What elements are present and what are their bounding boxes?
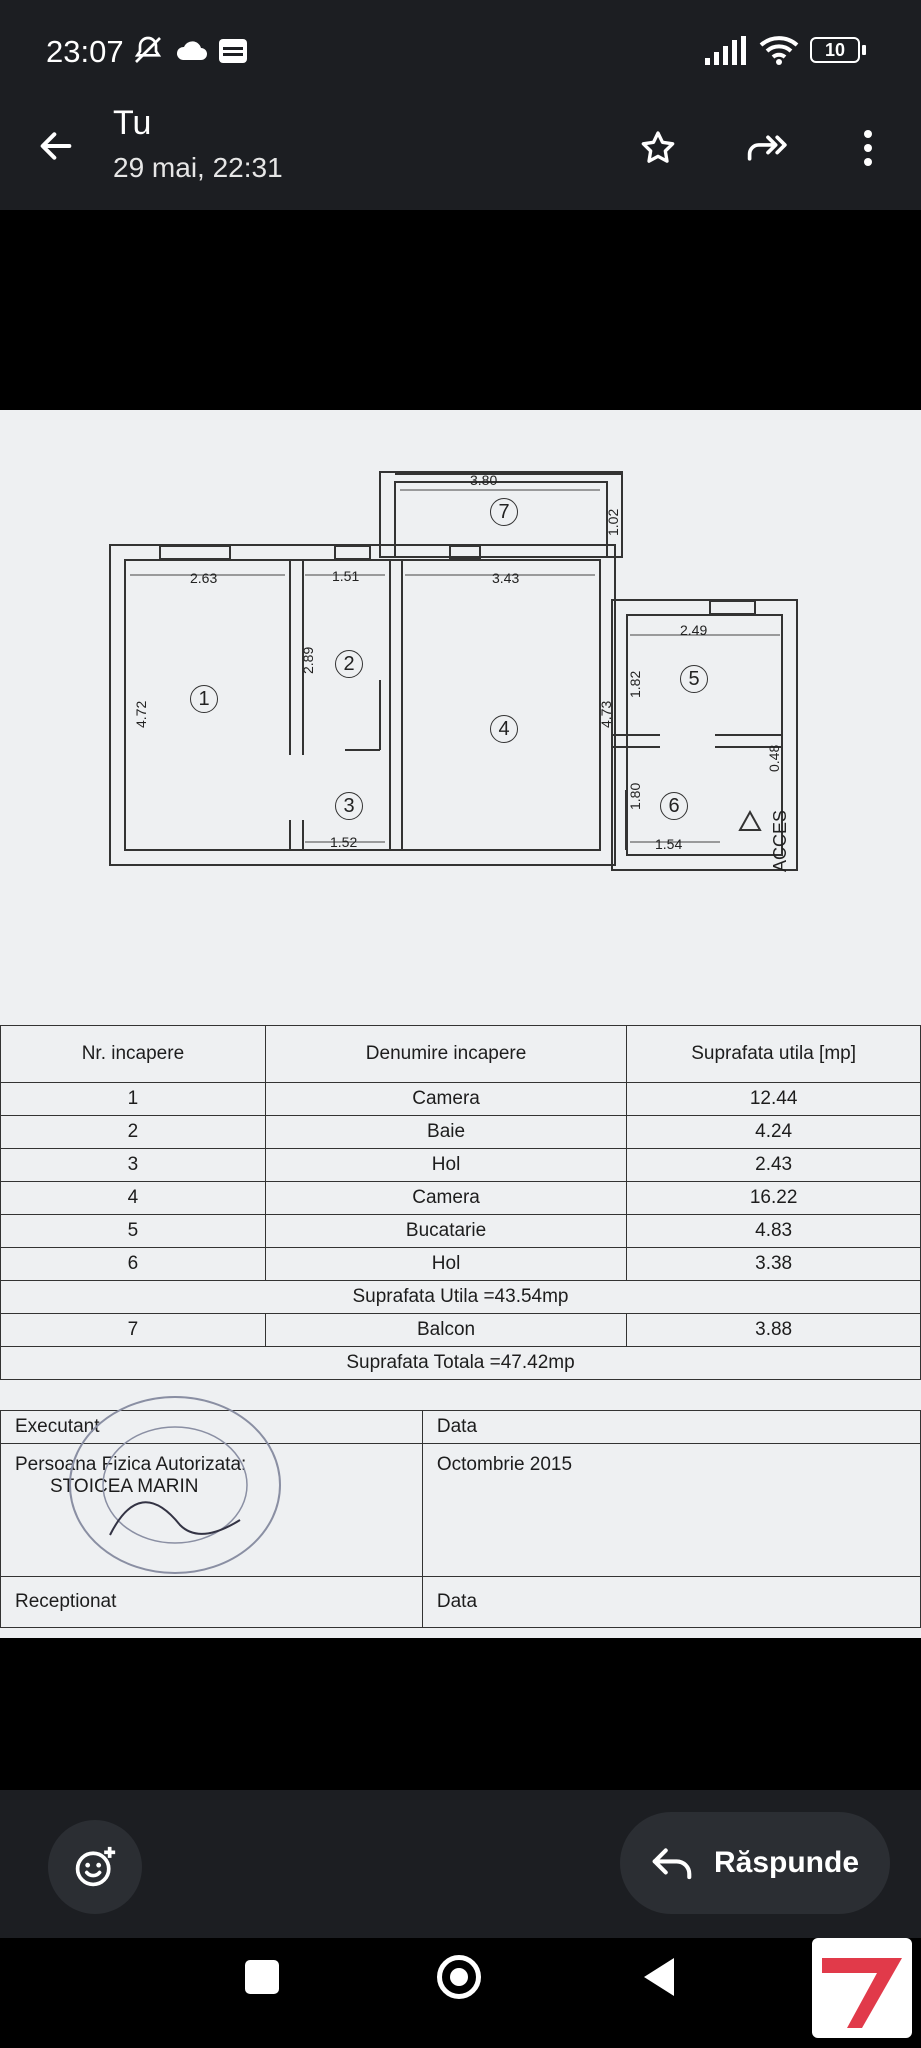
room-label-4: 4 xyxy=(490,715,518,743)
floor-plan-drawing xyxy=(109,471,798,871)
reply-label: Răspunde xyxy=(714,1846,860,1879)
suprafata-totala: Suprafata Totala =47.42mp xyxy=(0,1346,921,1380)
executant-name: STOICEA MARIN xyxy=(50,1476,199,1497)
muted-bell-icon xyxy=(134,36,162,63)
battery-level: 10 xyxy=(824,39,846,60)
row-name: Balcon xyxy=(264,1313,628,1347)
dim-room2-length: 2.89 xyxy=(300,646,316,674)
room-label-3: 3 xyxy=(335,792,363,820)
row-nr: 1 xyxy=(0,1082,266,1116)
stamp-seal xyxy=(69,1396,281,1574)
row-area: 2.43 xyxy=(626,1148,921,1182)
table-row: 1 Camera 12.44 xyxy=(0,1082,921,1116)
row-area: 4.24 xyxy=(626,1115,921,1149)
more-options-button[interactable] xyxy=(840,120,896,176)
dim-room1-length: 4.72 xyxy=(133,700,149,728)
row-nr: 3 xyxy=(0,1148,266,1182)
rooms-table: Nr. incapere Denumire incapere Suprafata… xyxy=(0,1025,921,1380)
dim-room4-length: 4.73 xyxy=(598,700,614,728)
table-row: 7 Balcon 3.88 xyxy=(0,1313,921,1347)
acces-label: ACCES xyxy=(770,809,790,872)
message-timestamp: 29 mai, 22:31 xyxy=(113,152,283,183)
publi24-logo-icon xyxy=(822,1958,902,2028)
table-row: 4 Camera 16.22 xyxy=(0,1181,921,1215)
dim-balcony-depth: 1.02 xyxy=(605,508,621,536)
home-button[interactable] xyxy=(437,1955,481,1999)
react-button[interactable] xyxy=(48,1820,142,1914)
reply-button[interactable]: Răspunde xyxy=(620,1812,890,1914)
row-name: Camera xyxy=(264,1181,628,1215)
row-nr: 5 xyxy=(0,1214,266,1248)
dim-room3-width: 1.52 xyxy=(330,834,358,850)
row-area: 12.44 xyxy=(626,1082,921,1116)
dim-room6-length: 1.80 xyxy=(627,782,643,810)
dim-door-width: 0.48 xyxy=(766,744,782,772)
row-nr: 7 xyxy=(0,1313,266,1347)
triangle-back-icon xyxy=(644,1958,674,1996)
suprafata-utila: Suprafata Utila =43.54mp xyxy=(0,1280,921,1314)
forward-button[interactable] xyxy=(740,120,796,176)
col-header-denumire: Denumire incapere xyxy=(264,1025,628,1083)
back-button[interactable] xyxy=(28,118,84,174)
arrow-left-icon xyxy=(40,132,72,160)
cloud-icon xyxy=(176,41,207,60)
dim-room1-width: 2.63 xyxy=(190,570,218,586)
row-name: Hol xyxy=(264,1247,628,1281)
sender-title: Tu xyxy=(113,104,152,142)
table-row: 3 Hol 2.43 xyxy=(0,1148,921,1182)
star-icon xyxy=(641,131,675,163)
row-nr: 6 xyxy=(0,1247,266,1281)
back-nav-button[interactable] xyxy=(640,1956,676,1998)
persoana-label: Persoana Fizica Autorizata: xyxy=(15,1454,247,1475)
room-label-2: 2 xyxy=(335,650,363,678)
publi24-logo xyxy=(812,1938,912,2038)
home-dot-icon xyxy=(450,1968,468,1986)
room-label-1: 1 xyxy=(190,685,218,713)
dim-room5-width: 2.49 xyxy=(680,622,708,638)
row-nr: 2 xyxy=(0,1115,266,1149)
row-name: Baie xyxy=(264,1115,628,1149)
battery-tip xyxy=(862,45,866,55)
status-bar: 23:07 10 xyxy=(0,0,921,105)
table-row: 6 Hol 3.38 xyxy=(0,1247,921,1281)
ge-badge-icon xyxy=(219,39,247,63)
dim-room5-length: 1.82 xyxy=(627,670,643,698)
room-label-5: 5 xyxy=(680,665,708,693)
data-label: Data xyxy=(421,1410,921,1444)
wifi-icon xyxy=(759,36,799,65)
row-area: 3.38 xyxy=(626,1247,921,1281)
row-name: Hol xyxy=(264,1148,628,1182)
row-name: Bucatarie xyxy=(264,1214,628,1248)
table-row: 5 Bucatarie 4.83 xyxy=(0,1214,921,1248)
table-row: 2 Baie 4.24 xyxy=(0,1115,921,1149)
battery-icon: 10 xyxy=(810,37,860,63)
more-vertical-icon xyxy=(864,130,872,166)
add-reaction-icon xyxy=(75,1846,116,1887)
signature-table: Executant Data Persoana Fizica Autorizat… xyxy=(0,1410,921,1628)
dim-balcony-width: 3.80 xyxy=(470,472,498,488)
row-area: 4.83 xyxy=(626,1214,921,1248)
executant-label: Executant xyxy=(0,1410,423,1444)
row-nr: 4 xyxy=(0,1181,266,1215)
attached-photo[interactable]: 3.80 1.02 2.63 1.51 3.43 2.49 2.89 4.72 … xyxy=(0,410,921,1638)
star-button[interactable] xyxy=(630,120,686,176)
reply-arrow-icon xyxy=(652,1848,692,1880)
row-name: Camera xyxy=(264,1082,628,1116)
col-header-nr: Nr. incapere xyxy=(0,1025,266,1083)
row-area: 3.88 xyxy=(626,1313,921,1347)
row-area: 16.22 xyxy=(626,1181,921,1215)
app-bar xyxy=(0,105,921,210)
room-label-6: 6 xyxy=(660,792,688,820)
dim-room6-width: 1.54 xyxy=(655,836,683,852)
data-value: Octombrie 2015 xyxy=(421,1443,921,1577)
signal-icon xyxy=(705,36,746,65)
dim-room2-width: 1.51 xyxy=(332,568,360,584)
col-header-suprafata: Suprafata utila [mp] xyxy=(626,1025,921,1083)
forward-all-icon xyxy=(747,135,787,161)
status-time: 23:07 xyxy=(46,34,124,69)
data-label-2: Data xyxy=(421,1576,921,1628)
recents-button[interactable] xyxy=(245,1960,279,1994)
room-label-7: 7 xyxy=(490,498,518,526)
dim-room4-width: 3.43 xyxy=(492,570,520,586)
